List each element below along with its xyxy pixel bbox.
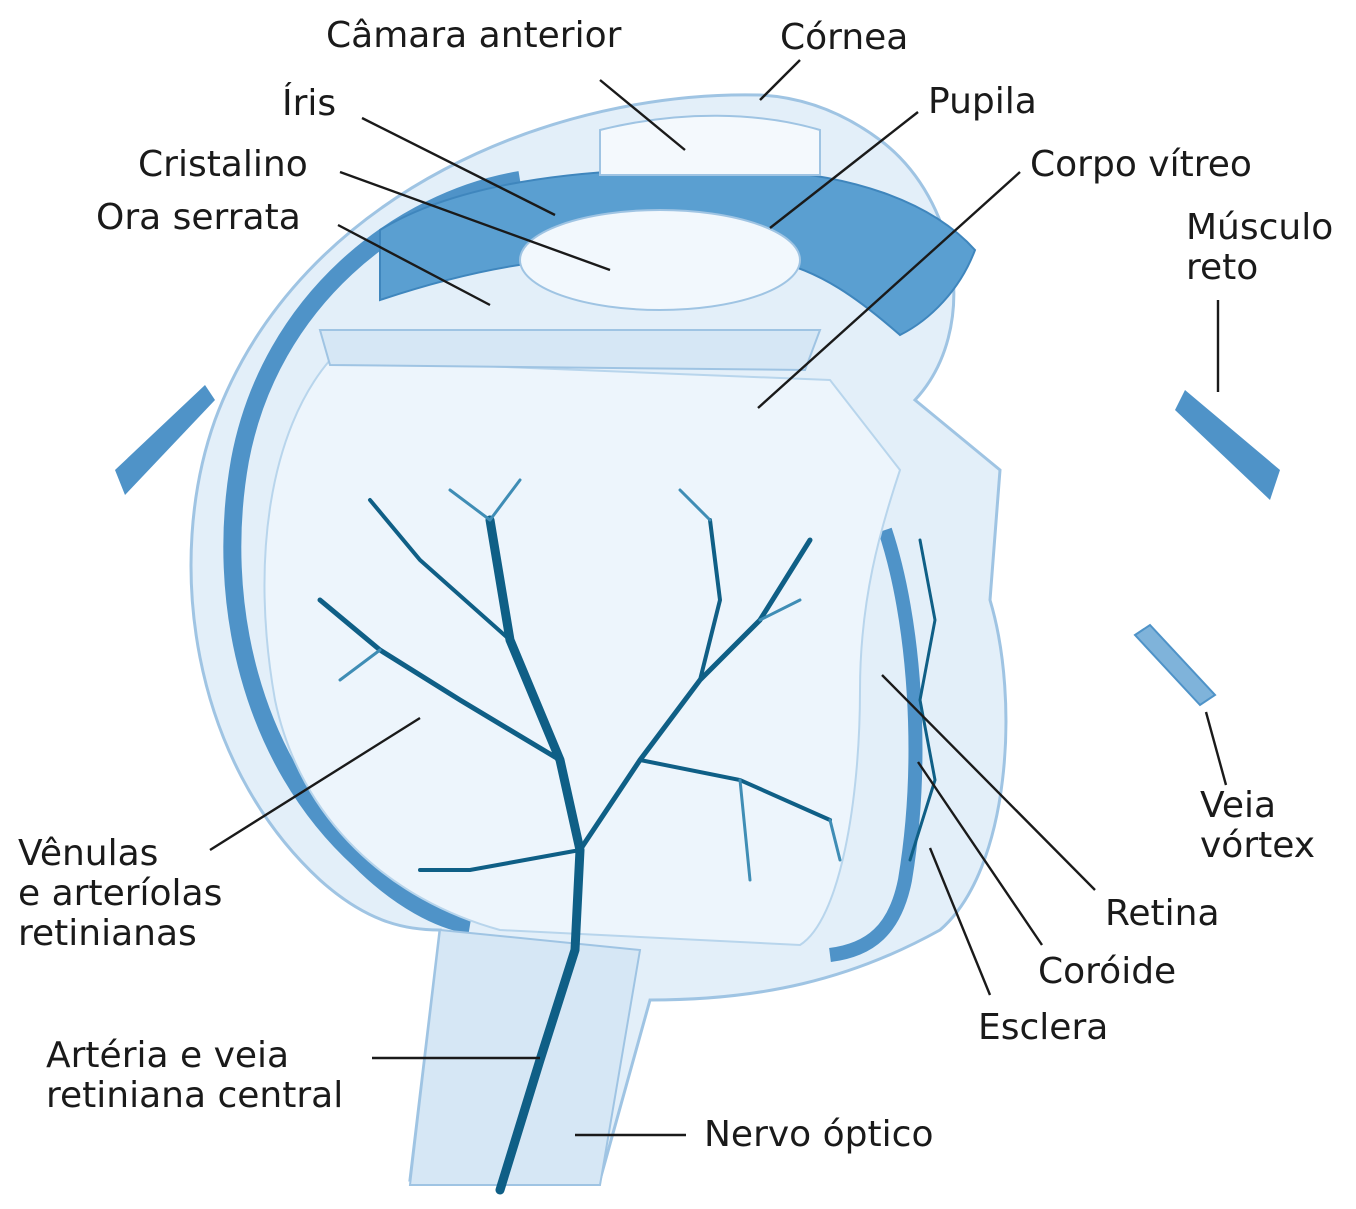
rectus-muscle-right: [1175, 390, 1280, 500]
ciliary-body: [320, 330, 820, 370]
label-cristalino: Cristalino: [138, 145, 308, 185]
label-musculo-reto: Músculo reto: [1186, 208, 1333, 288]
label-camara-anterior: Câmara anterior: [326, 16, 621, 56]
lens: [520, 210, 800, 310]
label-retina: Retina: [1105, 894, 1220, 934]
label-coroide: Coróide: [1038, 952, 1176, 992]
leader-cornea: [760, 60, 800, 100]
label-esclera: Esclera: [978, 1008, 1108, 1048]
label-cornea: Córnea: [780, 18, 908, 58]
leader-veia-vortex: [1206, 712, 1226, 785]
label-venulas: Vênulas e arteríolas retinianas: [18, 834, 222, 954]
label-iris: Íris: [282, 84, 336, 124]
label-veia-vortex: Veia vórtex: [1200, 786, 1315, 866]
label-pupila: Pupila: [928, 82, 1037, 122]
anterior-chamber: [600, 116, 820, 175]
label-corpo-vitreo: Corpo vítreo: [1030, 145, 1252, 185]
vortex-vein: [1135, 625, 1215, 705]
label-nervo-optico: Nervo óptico: [704, 1115, 933, 1155]
label-arteria-veia: Artéria e veia retiniana central: [46, 1036, 343, 1116]
label-ora-serrata: Ora serrata: [96, 198, 301, 238]
